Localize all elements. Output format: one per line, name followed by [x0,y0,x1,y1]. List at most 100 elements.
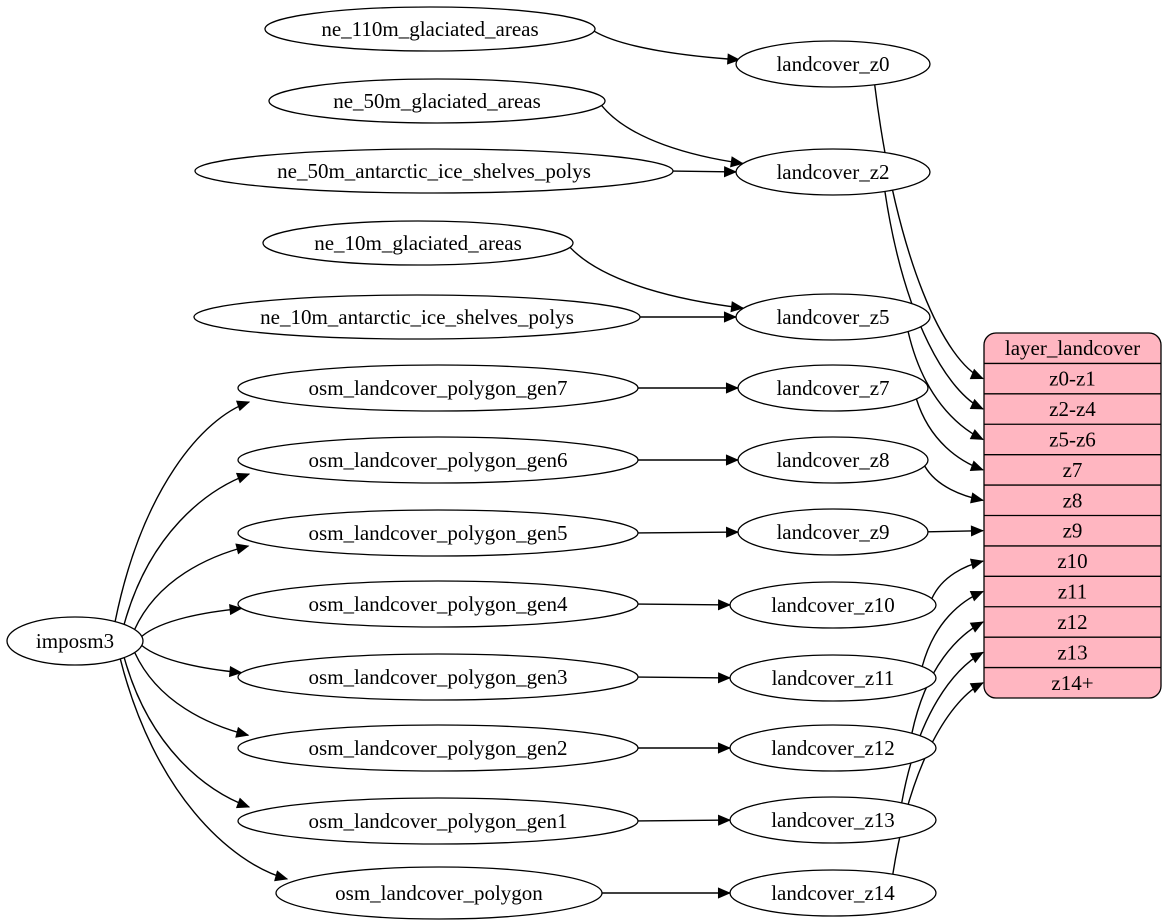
node-ellipse [264,6,596,52]
node-landcover_z7: landcover_z7 [737,364,929,412]
record-row-z0-z1: z0-z1 [1049,367,1096,391]
edge-imposm3-to-osm_landcover_polygon_gen3 [141,644,243,678]
edge-imposm3-to-osm_landcover_polygon_gen4 [141,603,243,637]
edge-landcover_z9-to-layer_landcover:z9 [927,525,984,537]
record-row-z13: z13 [1057,640,1087,664]
node-label: ne_10m_antarctic_ice_shelves_polys [260,305,574,329]
node-label: landcover_z0 [776,52,889,76]
edge-imposm3-to-osm_landcover_polygon_gen1 [123,657,251,809]
node-osm_landcover_polygon_gen5: osm_landcover_polygon_gen5 [237,509,639,557]
record-layer_landcover: layer_landcoverz0-z1z2-z4z5-z6z7z8z9z10z… [983,332,1162,699]
edge-imposm3-to-osm_landcover_polygon_gen7 [114,400,251,622]
node-osm_landcover_polygon_gen7: osm_landcover_polygon_gen7 [237,364,639,412]
edge-imposm3-to-osm_landcover_polygon [119,658,289,882]
node-ellipse [735,40,931,88]
edge-landcover_z7-to-layer_landcover:z7 [915,398,984,472]
node-ellipse [735,148,931,196]
record-title: layer_landcover [1005,336,1140,360]
node-landcover_z10: landcover_z10 [729,581,937,629]
node-ellipse [237,797,639,845]
node-osm_landcover_polygon_gen1: osm_landcover_polygon_gen1 [237,797,639,845]
node-label: landcover_z7 [776,376,889,400]
record-row-z8: z8 [1063,488,1083,512]
record-row-z12: z12 [1057,610,1087,634]
node-ellipse [729,869,937,917]
edge-ne_50m_glaciated_areas-to-landcover_z2 [601,104,744,168]
node-landcover_z9: landcover_z9 [737,508,929,556]
node-landcover_z8: landcover_z8 [737,436,929,484]
node-ellipse [6,616,144,666]
node-label: osm_landcover_polygon_gen6 [309,448,568,472]
node-ellipse [729,796,937,844]
node-ellipse [729,654,937,702]
node-label: osm_landcover_polygon [335,881,543,905]
edge-landcover_z5-to-layer_landcover:z5-z6 [907,331,984,441]
node-ellipse [262,220,574,266]
node-label: landcover_z9 [776,520,889,544]
node-landcover_z0: landcover_z0 [735,40,931,88]
node-ellipse [729,724,937,772]
record-row-z7: z7 [1063,458,1083,482]
record-row-z10: z10 [1057,549,1087,573]
edge-landcover_z0-to-layer_landcover:z0-z1 [874,84,984,380]
node-label: landcover_z5 [776,305,889,329]
node-label: landcover_z8 [776,448,889,472]
node-label: ne_50m_antarctic_ice_shelves_polys [277,159,591,183]
nodes-layer: imposm3 ne_110m_glaciated_areas ne_50m_gla… [6,6,937,920]
edges-layer [114,30,984,899]
node-label: osm_landcover_polygon_gen5 [309,521,568,545]
node-label: landcover_z12 [771,736,895,760]
edge-ne_110m_glaciated_areas-to-landcover_z0 [593,30,741,65]
node-ellipse [737,436,929,484]
edge-imposm3-to-osm_landcover_polygon_gen2 [134,652,250,738]
edge-osm_landcover_polygon_gen4-to-landcover_z10 [637,599,732,611]
node-landcover_z12: landcover_z12 [729,724,937,772]
node-label: landcover_z11 [772,666,895,690]
node-label: osm_landcover_polygon_gen7 [309,376,568,400]
node-landcover_z2: landcover_z2 [735,148,931,196]
node-landcover_z13: landcover_z13 [729,796,937,844]
node-ne_10m_antarctic_ice_shelves_polys: ne_10m_antarctic_ice_shelves_polys [193,294,641,340]
node-imposm3: imposm3 [6,616,144,666]
edge-ne_50m_antarctic_ice_shelves_polys-to-landcover_z2 [672,166,738,178]
node-label: osm_landcover_polygon_gen1 [309,809,568,833]
node-ellipse [729,581,937,629]
edge-osm_landcover_polygon_gen1-to-landcover_z13 [637,814,732,826]
edge-landcover_z12-to-layer_landcover:z12 [911,621,984,734]
edge-landcover_z2-to-layer_landcover:z2-z4 [884,191,984,410]
edge-ne_10m_glaciated_areas-to-landcover_z5 [569,246,745,313]
node-label: osm_landcover_polygon_gen4 [309,592,568,616]
edge-landcover_z8-to-layer_landcover:z8 [924,465,984,504]
node-label: landcover_z13 [771,808,895,832]
node-osm_landcover_polygon_gen4: osm_landcover_polygon_gen4 [237,580,639,628]
node-ellipse [737,364,929,412]
node-osm_landcover_polygon_gen6: osm_landcover_polygon_gen6 [237,436,639,484]
edge-landcover_z11-to-layer_landcover:z11 [921,590,984,667]
node-ellipse [237,580,639,628]
node-landcover_z14: landcover_z14 [729,869,937,917]
node-ne_110m_glaciated_areas: ne_110m_glaciated_areas [264,6,596,52]
edge-osm_landcover_polygon_gen3-to-landcover_z11 [637,672,732,684]
node-ellipse [237,724,639,772]
node-ellipse [275,866,603,920]
node-label: landcover_z10 [771,593,895,617]
node-label: ne_50m_glaciated_areas [333,89,541,113]
edge-imposm3-to-osm_landcover_polygon_gen5 [133,543,250,630]
node-label: osm_landcover_polygon_gen2 [309,736,568,760]
node-ellipse [737,508,929,556]
node-ellipse [194,148,674,194]
node-landcover_z5: landcover_z5 [735,293,931,341]
node-ellipse [237,364,639,412]
record-row-z5-z6: z5-z6 [1049,427,1096,451]
edge-imposm3-to-osm_landcover_polygon_gen6 [123,472,251,625]
node-label: ne_10m_glaciated_areas [314,231,522,255]
node-osm_landcover_polygon_gen3: osm_landcover_polygon_gen3 [237,653,639,701]
record-row-z14+: z14+ [1051,671,1093,695]
node-label: landcover_z2 [776,160,889,184]
node-ellipse [193,294,641,340]
edge-osm_landcover_polygon_gen5-to-landcover_z9 [637,526,740,538]
node-ellipse [735,293,931,341]
node-ne_50m_antarctic_ice_shelves_polys: ne_50m_antarctic_ice_shelves_polys [194,148,674,194]
